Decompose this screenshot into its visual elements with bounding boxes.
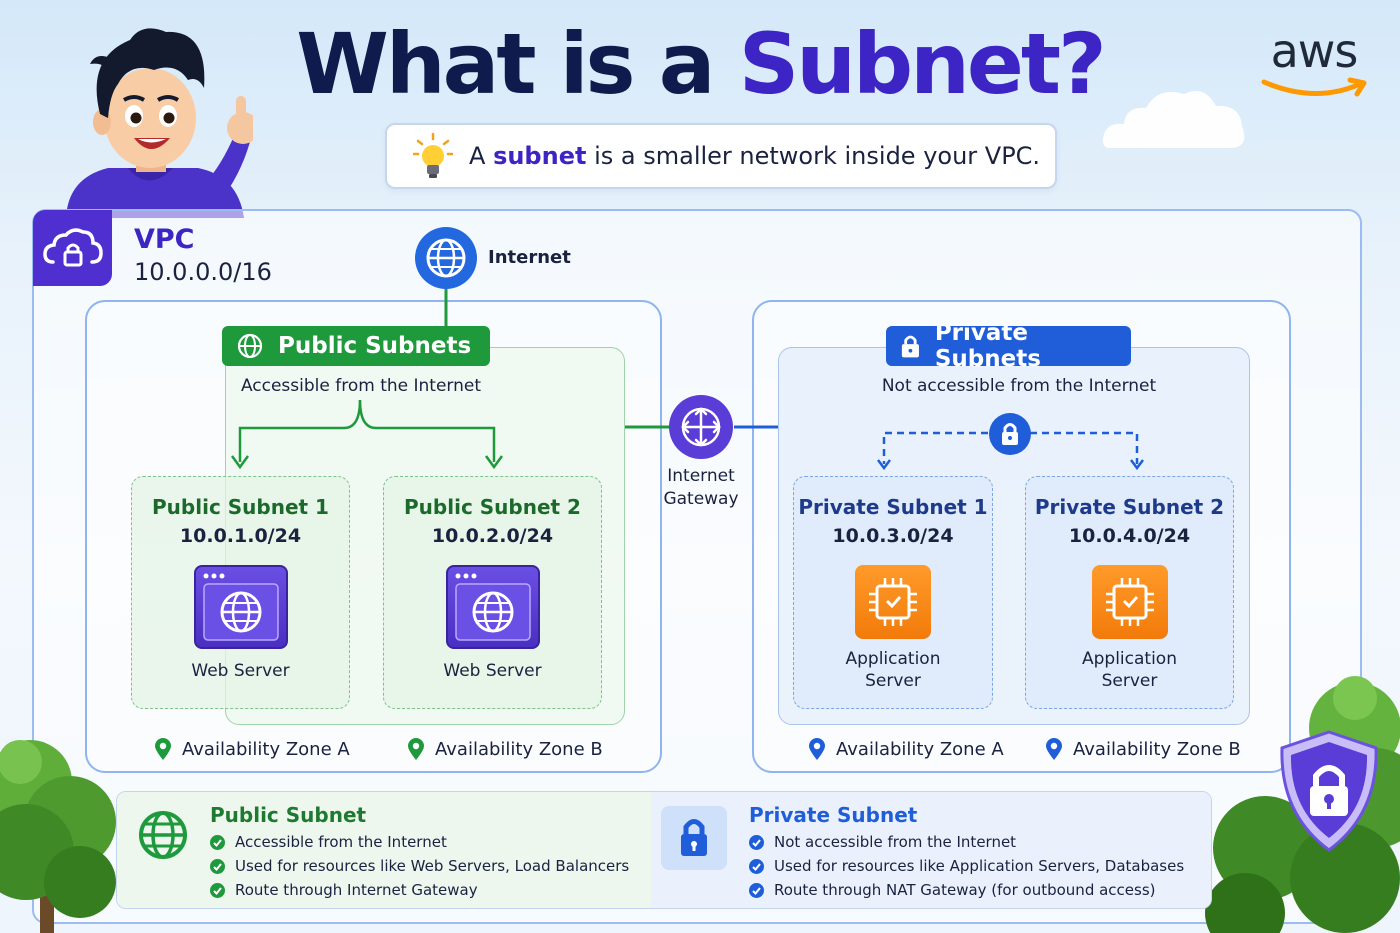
- globe-icon: [139, 811, 187, 859]
- aws-logo: aws: [1254, 26, 1374, 116]
- check-icon: [210, 882, 225, 898]
- router-icon: [669, 395, 733, 459]
- public-subnet-2-card: Public Subnet 2 10.0.2.0/24 Web Server: [383, 476, 602, 709]
- vpc-label: VPC: [134, 224, 195, 255]
- private-subnet-2-cidr: 10.0.4.0/24: [1068, 525, 1191, 547]
- developer-avatar: [66, 28, 253, 218]
- aws-smile-icon: [1261, 77, 1367, 97]
- legend-public: Public Subnet Accessible from the Intern…: [117, 792, 651, 908]
- public-subnet-1-resource: Web Server: [191, 661, 290, 681]
- legend-private-item: Used for resources like Application Serv…: [749, 854, 1184, 878]
- private-subnet-1-resource-line1: Application: [845, 649, 941, 669]
- location-pin-icon: [155, 738, 171, 760]
- legend-public-item: Used for resources like Web Servers, Loa…: [210, 854, 629, 878]
- legend-public-item-text: Used for resources like Web Servers, Loa…: [235, 857, 630, 875]
- internet-globe-icon: [415, 227, 477, 289]
- az-public-b-label: Availability Zone B: [435, 738, 603, 760]
- private-subnet-2-title: Private Subnet 2: [1034, 495, 1225, 519]
- public-subnets-badge: Public Subnets: [222, 326, 490, 366]
- public-subnet-2-resource: Web Server: [443, 661, 542, 681]
- private-subnet-1-title: Private Subnet 1: [798, 495, 988, 519]
- az-private-a-label: Availability Zone A: [836, 738, 1004, 760]
- check-icon: [749, 858, 764, 874]
- legend-private-item: Not accessible from the Internet: [749, 830, 1184, 854]
- aws-wordmark: aws: [1270, 24, 1359, 78]
- az-private-b: Availability Zone B: [1045, 737, 1241, 761]
- legend-panel: Public Subnet Accessible from the Intern…: [116, 791, 1212, 909]
- definition-banner: A subnet is a smaller network inside you…: [385, 123, 1057, 189]
- legend-private-item-text: Route through NAT Gateway (for outbound …: [774, 881, 1156, 899]
- legend-public-item: Route through Internet Gateway: [210, 878, 629, 902]
- chip-icon: [1091, 565, 1168, 639]
- public-subnet-2-cidr: 10.0.2.0/24: [431, 525, 554, 547]
- lock-icon: [901, 335, 919, 358]
- check-icon: [749, 882, 764, 898]
- legend-public-item-text: Accessible from the Internet: [235, 833, 447, 851]
- az-private-b-label: Availability Zone B: [1073, 738, 1241, 760]
- web-server-icon: [193, 565, 288, 649]
- az-private-a: Availability Zone A: [808, 737, 1004, 761]
- legend-private: Private Subnet Not accessible from the I…: [651, 792, 1211, 908]
- private-subnet-1-resource-line2: Server: [865, 671, 921, 691]
- cloud-lock-icon: [43, 228, 103, 267]
- lock-icon: [681, 819, 707, 856]
- gateway-label: Internet Gateway: [650, 465, 752, 511]
- legend-private-item-text: Not accessible from the Internet: [774, 833, 1017, 851]
- legend-private-item: Route through NAT Gateway (for outbound …: [749, 878, 1184, 902]
- legend-public-item: Accessible from the Internet: [210, 830, 629, 854]
- private-subnet-2-resource-line2: Server: [1101, 671, 1158, 691]
- private-subnet-2-card: Private Subnet 2 10.0.4.0/24 Application…: [1025, 476, 1234, 709]
- definition-text: A subnet is a smaller network inside you…: [469, 142, 1040, 170]
- tree-decoration-left: [0, 740, 116, 933]
- public-subnet-1-card: Public Subnet 1 10.0.1.0/24 Web Server: [131, 476, 350, 709]
- private-lock-icon: [989, 413, 1031, 455]
- globe-icon: [237, 333, 263, 359]
- chip-icon: [855, 565, 931, 639]
- legend-private-title: Private Subnet: [749, 803, 918, 827]
- legend-public-list: Accessible from the Internet Used for re…: [210, 830, 629, 902]
- check-icon: [749, 834, 764, 850]
- legend-public-title: Public Subnet: [210, 803, 367, 827]
- page-title: What is a Subnet?: [0, 14, 1400, 114]
- legend-private-icon-tile: [661, 806, 727, 870]
- cloud-decoration: [1102, 90, 1245, 148]
- shield-lock-icon: [1280, 730, 1378, 852]
- location-pin-icon: [408, 738, 424, 760]
- definition-highlight: subnet: [493, 142, 587, 170]
- private-subnet-1-cidr: 10.0.3.0/24: [832, 525, 954, 547]
- location-pin-icon: [809, 738, 825, 760]
- gateway-label-line1: Internet: [667, 466, 735, 486]
- az-public-a-label: Availability Zone A: [182, 738, 350, 760]
- legend-private-list: Not accessible from the Internet Used fo…: [749, 830, 1184, 902]
- vpc-cidr: 10.0.0.0/16: [134, 258, 272, 286]
- gateway-label-line2: Gateway: [663, 489, 739, 509]
- web-server-icon: [445, 565, 540, 649]
- vpc-icon-tile: [33, 210, 112, 286]
- definition-prefix: A: [469, 142, 486, 170]
- title-highlight: Subnet?: [738, 15, 1107, 113]
- title-part1: What is a: [296, 15, 715, 113]
- public-caption: Accessible from the Internet: [240, 376, 482, 396]
- definition-suffix: is a smaller network inside your VPC.: [594, 142, 1041, 170]
- lightbulb-icon: [413, 132, 453, 178]
- legend-public-item-text: Route through Internet Gateway: [235, 881, 478, 899]
- location-pin-icon: [1046, 738, 1062, 760]
- az-public-a: Availability Zone A: [154, 737, 350, 761]
- private-caption: Not accessible from the Internet: [881, 376, 1157, 396]
- check-icon: [210, 858, 225, 874]
- public-subnet-1-cidr: 10.0.1.0/24: [179, 525, 302, 547]
- public-subnets-title: Public Subnets: [278, 333, 472, 359]
- private-subnets-title: Private Subnets: [934, 320, 1041, 372]
- private-subnet-2-resource-line1: Application: [1082, 649, 1177, 669]
- internet-label: Internet: [488, 247, 571, 268]
- private-subnet-1-card: Private Subnet 1 10.0.3.0/24 Application…: [793, 476, 993, 709]
- private-subnets-badge: Private Subnets: [886, 320, 1131, 372]
- az-public-b: Availability Zone B: [407, 737, 603, 761]
- legend-private-item-text: Used for resources like Application Serv…: [774, 857, 1185, 875]
- public-subnet-1-title: Public Subnet 1: [152, 495, 329, 519]
- public-subnet-2-title: Public Subnet 2: [404, 495, 581, 519]
- check-icon: [210, 834, 225, 850]
